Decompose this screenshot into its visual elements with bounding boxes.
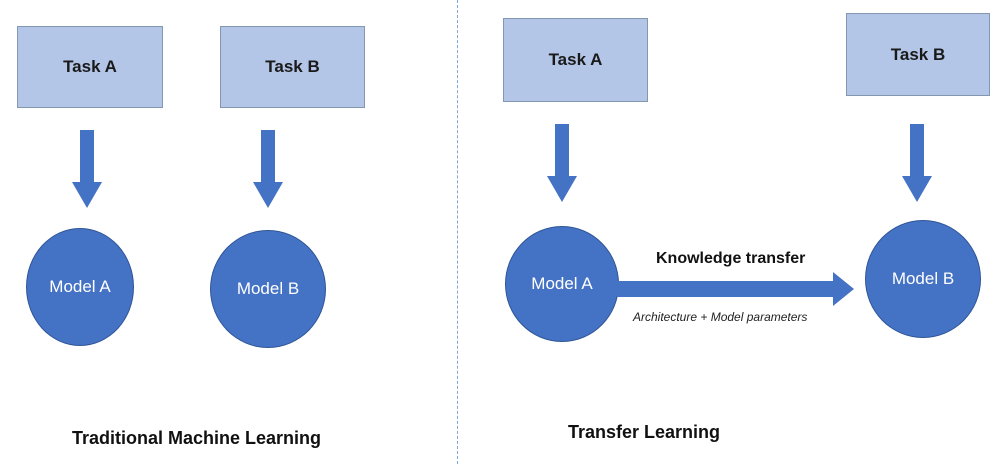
transfer-arrow-b-icon bbox=[902, 124, 932, 202]
knowledge-transfer-sublabel: Architecture + Model parameters bbox=[633, 310, 808, 324]
traditional-task-b-box: Task B bbox=[220, 26, 365, 108]
transfer-model-b-label: Model B bbox=[891, 269, 955, 288]
traditional-task-b-label: Task B bbox=[265, 57, 320, 76]
traditional-task-a-label: Task A bbox=[63, 57, 117, 76]
traditional-arrow-a-icon bbox=[72, 130, 102, 208]
knowledge-transfer-arrow-icon bbox=[617, 272, 854, 306]
traditional-model-a-label: Model A bbox=[49, 277, 111, 296]
traditional-model-b-label: Model B bbox=[236, 279, 300, 298]
traditional-model-a-circle: Model A bbox=[26, 228, 134, 346]
transfer-arrow-a-icon bbox=[547, 124, 577, 202]
transfer-model-a-label: Model A bbox=[531, 274, 593, 293]
transfer-model-b-circle: Model B bbox=[865, 220, 981, 338]
transfer-model-a-circle: Model A bbox=[505, 226, 619, 342]
panel-divider bbox=[457, 0, 458, 464]
traditional-title: Traditional Machine Learning bbox=[72, 428, 322, 448]
transfer-title: Transfer Learning bbox=[568, 422, 721, 442]
knowledge-transfer-label: Knowledge transfer bbox=[656, 250, 806, 267]
transfer-task-b-label: Task B bbox=[890, 44, 946, 64]
traditional-task-a-box: Task A bbox=[17, 26, 163, 108]
transfer-task-b-box: Task B bbox=[846, 13, 990, 96]
transfer-task-a-box: Task A bbox=[503, 18, 648, 102]
traditional-model-b-circle: Model B bbox=[210, 230, 326, 348]
transfer-task-a-label: Task A bbox=[548, 50, 603, 69]
traditional-arrow-b-icon bbox=[253, 130, 283, 208]
